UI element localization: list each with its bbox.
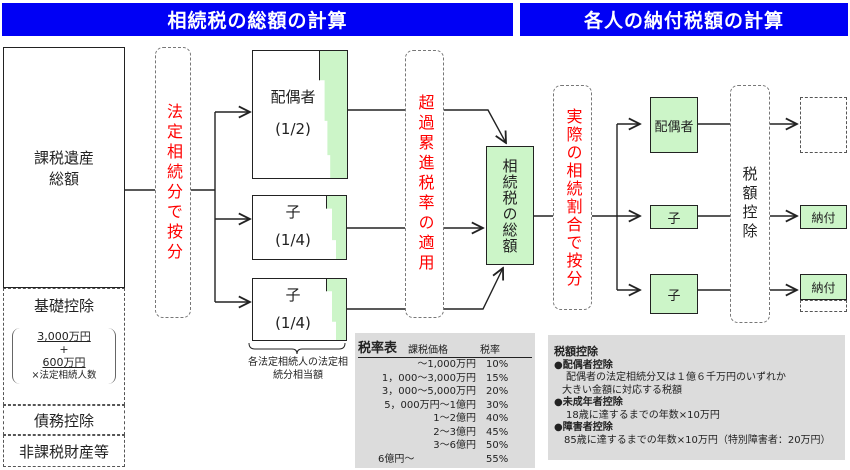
cell-rate: 50% <box>486 440 509 451</box>
note-heading: ●配偶者控除 <box>554 359 613 371</box>
heir-name: 子 <box>285 203 301 221</box>
total-tax-label: 相続税の総額 <box>500 157 519 254</box>
payment-child-1: 納付 <box>800 205 847 229</box>
cell-price: 5，000万円～1億円 <box>384 399 476 411</box>
actual-spouse-box: 配偶者 <box>650 97 698 153</box>
cell-price: ～1,000万円 <box>417 359 476 370</box>
table-row: 3～6億円 50% <box>358 439 510 453</box>
actual-child-1-box: 子 <box>650 205 698 229</box>
note-line: 18歳に達するまでの年数×10万円 <box>566 409 720 421</box>
table-row: 1～2億円 40% <box>358 412 510 426</box>
table-row: 6億円～ 55% <box>358 453 510 467</box>
heir-text: 配偶者 (1/2) <box>253 81 333 145</box>
tax-table-title: 税率表 <box>358 341 398 356</box>
heir-share: (1/4) <box>275 314 311 332</box>
tax-table-col-price: 課税価格 <box>408 345 448 356</box>
cell-price: 3～6億円 <box>433 440 476 451</box>
formula-multiplier: ×法定相続人数 <box>31 370 97 381</box>
table-row: 2～3億円 45% <box>358 426 510 440</box>
payment-child-2: 納付 <box>800 274 847 300</box>
cell-rate: 55% <box>486 453 509 465</box>
heir-share: (1/2) <box>275 120 311 138</box>
cell-price: 1，000～3,000万円 <box>381 372 476 384</box>
basic-deduction-formula: 3,000万円 + 600万円 ×法定相続人数 <box>12 328 116 384</box>
step-tax-credit: 税額控除 <box>730 85 770 323</box>
taxable-estate-box: 課税遺産総額 <box>3 47 125 288</box>
payment-child-2-deducted <box>800 300 847 312</box>
cell-rate: 45% <box>486 426 509 438</box>
step-actual-share: 実際の相続割合で按分 <box>553 85 592 310</box>
heir-name: 子 <box>285 286 301 304</box>
step-label: 実際の相続割合で按分 <box>563 107 583 288</box>
table-row: 1，000～3,000万円 15% <box>358 372 510 386</box>
spouse-payment-box-empty <box>800 97 847 153</box>
brace-note: 各法定相続人の法定相続分相当額 <box>248 357 348 381</box>
cell-price: 2～3億円 <box>433 426 476 438</box>
cell-rate: 40% <box>486 413 509 424</box>
heir-box-child-1: 子 (1/4) <box>252 195 347 260</box>
taxable-estate-label: 課税遺産総額 <box>34 148 95 188</box>
step-divide-by-legal-share: 法定相続分で按分 <box>155 47 191 318</box>
cell-rate: 30% <box>486 399 509 411</box>
header-inheritance-tax-total: 相続税の総額の計算 <box>2 3 513 36</box>
table-row: 3，000～5,000万円 20% <box>358 385 510 399</box>
heir-box-child-2: 子 (1/4) <box>252 278 347 341</box>
step-label: 超過累進税率の適用 <box>415 94 435 274</box>
basic-deduction-box: 基礎控除 3,000万円 + 600万円 ×法定相続人数 <box>3 288 125 405</box>
cell-price: 1～2億円 <box>433 413 476 424</box>
heir-box-spouse: 配偶者 (1/2) <box>252 50 348 179</box>
table-row: ～1,000万円 10% <box>358 358 510 372</box>
heir-text: 子 (1/4) <box>253 198 333 254</box>
note-line: 85歳に達するまでの年数×10万円（特別障害者：20万円） <box>564 434 831 446</box>
cell-rate: 15% <box>486 372 509 384</box>
cell-rate: 20% <box>486 386 509 397</box>
table-row: 5，000万円～1億円 30% <box>358 399 510 413</box>
step-label: 税額控除 <box>740 166 759 242</box>
note-heading: ●障害者控除 <box>554 422 613 433</box>
nontaxable-assets-box: 非課税財産等 <box>3 435 125 467</box>
tax-credit-notes: 税額控除 ●配偶者控除 配偶者の法定相続分又は１億６千万円のいずれか 大きい金額… <box>548 335 845 460</box>
heir-name: 配偶者 <box>270 88 316 106</box>
cell-rate: 10% <box>486 359 509 370</box>
tax-table-col-rate: 税率 <box>480 345 500 356</box>
cell-price: 6億円～ <box>378 453 415 465</box>
cell-price: 3，000～5,000万円 <box>381 386 476 397</box>
actual-child-2-box: 子 <box>650 274 698 314</box>
note-heading: ●未成年者控除 <box>554 397 623 408</box>
note-line: 大きい金額に対応する税額 <box>562 384 682 396</box>
note-line: 配偶者の法定相続分又は１億６千万円のいずれか <box>566 372 786 383</box>
header-individual-tax: 各人の納付税額の計算 <box>520 3 848 36</box>
formula-plus: + <box>59 343 69 356</box>
debt-deduction-box: 債務控除 <box>3 405 125 435</box>
heir-share: (1/4) <box>275 231 311 249</box>
total-tax-box: 相続税の総額 <box>486 146 534 265</box>
formula-base: 3,000万円 <box>37 330 91 343</box>
tax-rate-table: 税率表 課税価格 税率 ～1,000万円 10% 1，000～3,000万円 15%… <box>355 333 535 468</box>
step-label: 法定相続分で按分 <box>164 102 183 263</box>
notes-title: 税額控除 <box>554 345 598 358</box>
formula-per-heir: 600万円 <box>42 356 86 369</box>
basic-deduction-label: 基礎控除 <box>33 297 94 315</box>
heir-text: 子 (1/4) <box>253 281 333 337</box>
step-progressive-rate: 超過累進税率の適用 <box>405 50 444 318</box>
